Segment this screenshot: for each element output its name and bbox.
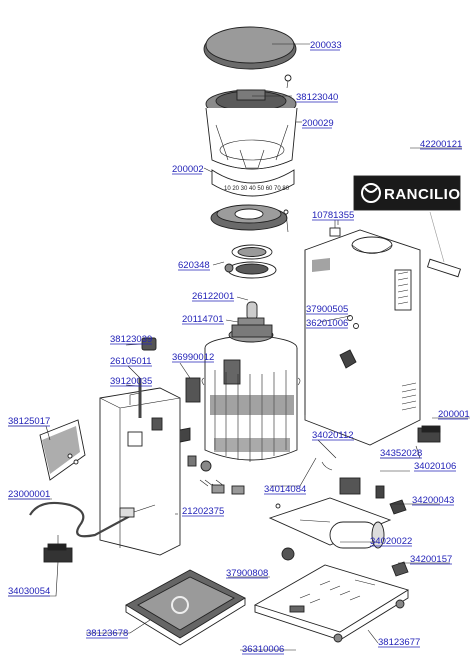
label-620348[interactable]: 620348 xyxy=(178,260,210,271)
label-200001[interactable]: 200001 xyxy=(438,409,470,420)
label-38125017[interactable]: 38125017 xyxy=(8,416,50,427)
drawing-layer: 10 20 30 40 50 60 70 80 xyxy=(8,26,470,651)
label-34030054[interactable]: 34030054 xyxy=(8,586,50,597)
control-board xyxy=(268,461,409,577)
side-cover xyxy=(39,419,86,481)
label-10781355[interactable]: 10781355 xyxy=(312,210,354,221)
logo-text: RANCILIO xyxy=(384,186,461,203)
label-20114701[interactable]: 20114701 xyxy=(182,314,224,325)
rancilio-logo-plate: RANCILIO xyxy=(353,175,462,278)
part-labels: 200033 38123040 200029 200002 42200121 1… xyxy=(8,40,470,655)
label-34352028[interactable]: 34352028 xyxy=(380,448,422,459)
label-37900505[interactable]: 37900505 xyxy=(306,304,348,315)
label-38123677[interactable]: 38123677 xyxy=(378,637,420,648)
burr-carrier xyxy=(210,204,289,279)
label-200033[interactable]: 200033 xyxy=(310,40,342,51)
label-42200121[interactable]: 42200121 xyxy=(420,139,462,150)
label-38123039[interactable]: 38123039 xyxy=(110,334,152,345)
switch-right xyxy=(417,425,441,443)
label-36990012[interactable]: 36990012 xyxy=(172,352,214,363)
label-34020022[interactable]: 34020022 xyxy=(370,536,412,547)
label-26105011[interactable]: 26105011 xyxy=(110,356,152,367)
grinder-shaft xyxy=(237,301,265,329)
label-38123040[interactable]: 38123040 xyxy=(296,92,338,103)
rear-housing xyxy=(304,220,421,446)
label-36201006[interactable]: 36201006 xyxy=(306,318,348,329)
motor xyxy=(201,324,301,462)
label-21202375[interactable]: 21202375 xyxy=(182,506,224,517)
dial-scale-text: 10 20 30 40 50 60 70 80 xyxy=(224,186,290,192)
power-switch xyxy=(43,535,73,563)
label-23000001[interactable]: 23000001 xyxy=(8,489,50,500)
label-39120035[interactable]: 39120035 xyxy=(110,376,152,387)
label-34200043[interactable]: 34200043 xyxy=(412,495,454,506)
power-cable xyxy=(29,501,156,538)
label-34014084[interactable]: 34014084 xyxy=(264,484,306,495)
grind-adjust-ring: 10 20 30 40 50 60 70 80 xyxy=(211,169,295,197)
hopper-lid xyxy=(203,26,297,89)
label-37900808[interactable]: 37900808 xyxy=(226,568,268,579)
label-36310006[interactable]: 36310006 xyxy=(242,644,284,655)
label-38123678[interactable]: 38123678 xyxy=(86,628,128,639)
drip-tray xyxy=(125,569,246,646)
label-200002[interactable]: 200002 xyxy=(172,164,204,175)
hopper xyxy=(205,89,298,170)
label-34020112[interactable]: 34020112 xyxy=(312,430,354,441)
base-plate xyxy=(253,564,410,643)
label-26122001[interactable]: 26122001 xyxy=(192,291,234,302)
label-34200157[interactable]: 34200157 xyxy=(410,554,452,565)
front-frame xyxy=(99,387,191,556)
label-34020106[interactable]: 34020106 xyxy=(414,461,456,472)
label-200029[interactable]: 200029 xyxy=(302,118,334,129)
front-small-parts xyxy=(138,337,245,495)
